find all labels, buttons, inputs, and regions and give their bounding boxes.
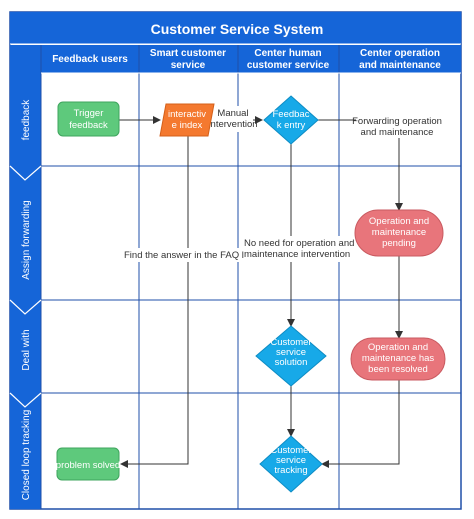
node-operation-resolved[interactable] <box>350 337 446 381</box>
node-trigger-feedback[interactable] <box>57 101 120 137</box>
lane-label-feedback: feedback <box>21 99 32 141</box>
lane-label-closed-loop: Closed loop tracking <box>21 410 32 501</box>
node-problem-solved[interactable] <box>56 447 120 481</box>
lane-separators <box>9 165 42 408</box>
node-interactive-index[interactable] <box>159 103 215 137</box>
lane-label-assign-forwarding: Assign forwarding <box>21 200 32 279</box>
edge-index-to-solved <box>120 135 189 468</box>
node-problem-solved-label: problem solved <box>56 460 120 471</box>
lane-label-deal-with: Deal with <box>21 329 32 370</box>
edge-resolved-to-tracking <box>321 380 400 468</box>
node-customer-service-solution[interactable] <box>255 325 327 387</box>
node-customer-service-tracking[interactable] <box>259 435 323 493</box>
connectors <box>119 116 403 468</box>
diagram-title: Customer Service System <box>151 21 324 37</box>
title-bar <box>10 12 461 44</box>
node-operation-pending[interactable] <box>354 209 444 257</box>
lane-header-bar <box>10 45 41 509</box>
column-header-bar <box>41 45 461 73</box>
edge-label-faq: Find the answer in the FAQ library <box>124 250 268 261</box>
grid <box>10 43 461 509</box>
column-header-feedback-users: Feedback users <box>52 54 128 65</box>
node-feedback-entry[interactable] <box>263 95 319 145</box>
